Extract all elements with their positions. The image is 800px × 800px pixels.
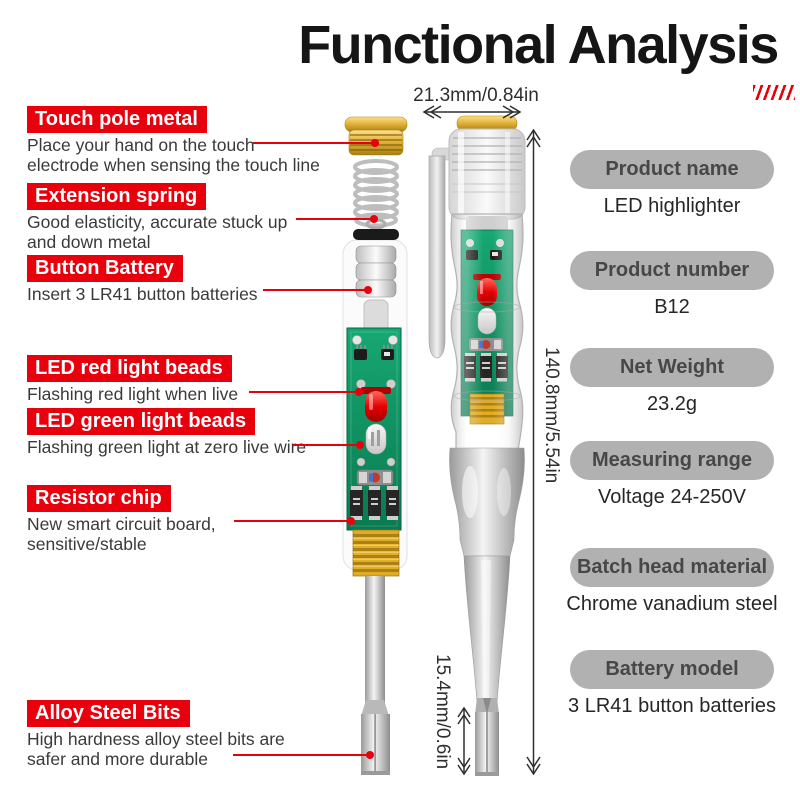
connector-line [233,751,374,759]
led-red-bead [361,387,391,422]
spec-label-pill: Battery model [570,650,774,689]
annotation-desc: Flashing green light at zero live wire [27,437,307,457]
annotation-led-green: LED green light beads Flashing green lig… [27,408,372,458]
spec-item-batch-head-material: Batch head material Chrome vanadium stee… [556,548,788,616]
connector-line [249,388,363,396]
annotation-desc: Flashing red light when live [27,384,239,404]
connector-line [234,517,355,525]
connector-line [293,441,364,449]
dimension-body-length: 140.8mm/5.54in [541,347,562,484]
exploded-pen-illustration [342,116,408,775]
connector-line [253,139,379,147]
annotation-title: Extension spring [27,183,207,210]
spec-value: LED highlighter [603,195,741,217]
annotation-title: Button Battery [27,255,183,282]
spec-item-net-weight: Net Weight 23.2g [556,348,788,416]
spec-value: 23.2g [646,393,698,415]
spec-item-product-name: Product name LED highlighter [556,150,788,218]
annotation-extension-spring: Extension spring Good elasticity, accura… [27,183,372,252]
annotation-touch-pole: Touch pole metal Place your hand on the … [27,106,372,175]
spec-label-pill: Batch head material [570,548,774,587]
connector-line [296,215,378,223]
spec-value: Voltage 24-250V [598,486,746,508]
annotation-title: Resistor chip [27,485,171,512]
led-green-bead [365,423,387,455]
page-title: Functional Analysis [298,15,779,75]
alloy-steel-bit [361,576,390,775]
annotation-title: Alloy Steel Bits [27,700,190,727]
annotation-desc: Place your hand on the touch electrode w… [27,135,320,175]
annotation-desc: Insert 3 LR41 button batteries [27,284,258,304]
hatch-decoration-icon [753,85,795,100]
spec-item-battery-model: Battery model 3 LR41 button batteries [556,650,788,718]
spec-label-pill: Measuring range [570,441,774,480]
ribbed-head [448,128,526,220]
annotation-desc: Good elasticity, accurate stuck up and d… [27,212,288,252]
spec-value: 3 LR41 button batteries [568,695,776,717]
spec-item-measuring-range: Measuring range Voltage 24-250V [556,441,788,509]
extension-spring [353,159,399,230]
metal-grip [449,447,525,557]
spec-item-product-number: Product number B12 [556,251,788,319]
dimension-cap-width: 21.3mm/0.84in [413,85,539,106]
dimension-tip-length: 15.4mm/0.6in [432,654,453,770]
insulator-ring [353,229,399,240]
spec-label-pill: Product name [570,150,774,189]
annotation-title: LED green light beads [27,408,256,435]
annotation-resistor-chip: Resistor chip New smart circuit board, s… [27,485,372,554]
dimension-arrows [422,105,541,776]
annotation-led-red: LED red light beads Flashing red light w… [27,355,372,405]
annotation-desc: High hardness alloy steel bits are safer… [27,729,285,769]
flathead-bit [475,698,499,776]
spec-label-pill: Product number [570,251,774,290]
assembled-pen-illustration [428,115,526,776]
annotation-title: LED red light beads [27,355,232,382]
annotation-title: Touch pole metal [27,106,207,133]
annotation-desc: New smart circuit board, sensitive/stabl… [27,514,216,554]
spec-value: B12 [654,296,690,318]
connector-line [263,286,372,294]
spec-label-pill: Net Weight [570,348,774,387]
resistor-chips [350,486,399,520]
annotation-alloy-steel-bits: Alloy Steel Bits High hardness alloy ste… [27,700,372,769]
transparent-body [450,213,524,451]
circuit-board [346,327,402,531]
annotation-button-battery: Button Battery Insert 3 LR41 button batt… [27,255,372,305]
gold-screw-thread [352,529,400,577]
spec-value: Chrome vanadium steel [566,593,778,615]
